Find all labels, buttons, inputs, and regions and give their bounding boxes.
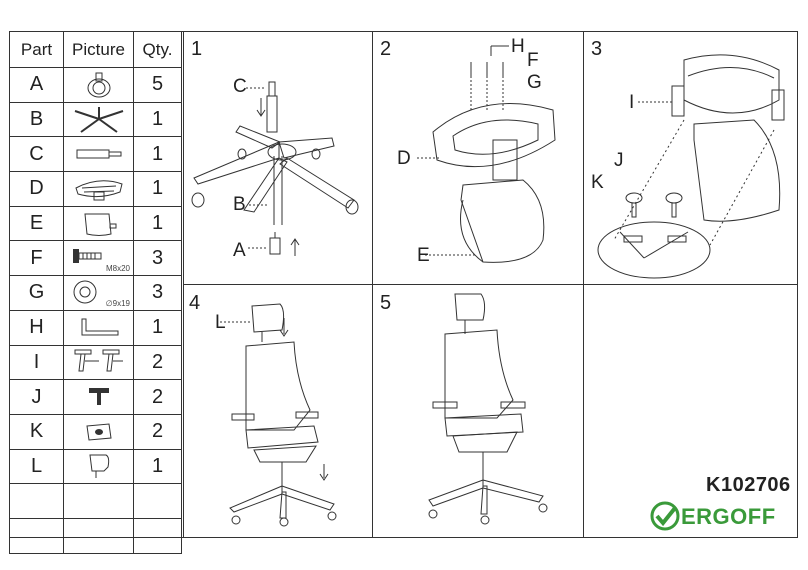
callout-c: C xyxy=(233,76,247,97)
table-row: G ∅9x19 3 xyxy=(9,275,182,311)
step-3-armrest-drawing xyxy=(584,40,797,284)
part-letter: A xyxy=(9,67,64,103)
brand-name: ERGOFF xyxy=(681,504,776,529)
part-qty: 3 xyxy=(133,240,182,277)
part-letter: K xyxy=(9,413,64,450)
brand-logo: ERGOFF xyxy=(649,500,789,534)
callout-j: J xyxy=(614,150,624,171)
table-row: F M8x20 3 xyxy=(9,240,182,277)
part-letter: C xyxy=(9,136,64,173)
table-row: H 1 xyxy=(9,309,182,346)
callout-l: L xyxy=(215,312,226,333)
part-qty: 1 xyxy=(133,171,182,207)
part-qty: 3 xyxy=(133,275,182,311)
picture-column-header: Picture xyxy=(63,31,134,68)
callout-g: G xyxy=(527,72,542,93)
armrest-icon xyxy=(63,344,134,381)
product-code: K102706 xyxy=(706,474,791,496)
backrest-icon xyxy=(63,205,134,242)
callout-i: I xyxy=(629,92,635,113)
part-qty: 2 xyxy=(133,379,182,415)
table-row xyxy=(9,517,182,554)
parts-table: Part Picture Qty. A 5 B 1 C 1 D xyxy=(9,31,182,554)
bolt-icon: M8x20 xyxy=(63,240,134,277)
step-5-finished-chair-drawing xyxy=(373,290,583,530)
checkmark-logo-icon xyxy=(649,500,681,532)
part-letter: F xyxy=(9,240,64,277)
callout-f: F xyxy=(527,50,539,71)
part-letter: G xyxy=(9,275,64,311)
step-1-base-assembly-drawing xyxy=(184,60,372,280)
table-row: I 2 xyxy=(9,344,182,381)
part-qty xyxy=(133,483,182,519)
gas-lift-icon xyxy=(63,136,134,173)
part-qty: 1 xyxy=(133,309,182,346)
part-letter: B xyxy=(9,101,64,138)
part-letter: L xyxy=(9,448,64,485)
bolt-spec: M8x20 xyxy=(105,264,130,274)
table-row: J 2 xyxy=(9,379,182,415)
part-letter: D xyxy=(9,171,64,207)
step-2-number: 2 xyxy=(380,38,392,60)
part-qty: 5 xyxy=(133,67,182,103)
callout-d: D xyxy=(397,148,411,169)
seat-mechanism-icon xyxy=(63,171,134,207)
star-base-icon xyxy=(63,101,134,138)
callout-e: E xyxy=(417,245,430,266)
grid-line xyxy=(183,284,798,285)
table-header-row: Part Picture Qty. xyxy=(9,31,182,68)
washer-icon: ∅9x19 xyxy=(63,275,134,311)
part-qty: 1 xyxy=(133,205,182,242)
callout-a: A xyxy=(233,240,246,261)
table-row: E 1 xyxy=(9,205,182,242)
table-row: B 1 xyxy=(9,101,182,138)
part-letter xyxy=(9,517,64,554)
part-letter xyxy=(9,483,64,519)
part-qty: 1 xyxy=(133,101,182,138)
step-3-number: 3 xyxy=(591,38,603,60)
part-letter: I xyxy=(9,344,64,381)
part-column-header: Part xyxy=(9,31,64,68)
part-letter: E xyxy=(9,205,64,242)
table-row: D 1 xyxy=(9,171,182,207)
part-letter: H xyxy=(9,309,64,346)
part-qty: 1 xyxy=(133,448,182,485)
cover-plate-icon xyxy=(63,413,134,450)
step-5-number: 5 xyxy=(380,292,392,314)
table-row: K 2 xyxy=(9,413,182,450)
callout-h: H xyxy=(511,36,525,57)
knob-icon xyxy=(63,379,134,415)
part-qty: 1 xyxy=(133,136,182,173)
part-qty: 2 xyxy=(133,344,182,381)
qty-column-header: Qty. xyxy=(133,31,182,68)
part-qty xyxy=(133,517,182,554)
table-row: C 1 xyxy=(9,136,182,173)
picture-cell-empty xyxy=(63,483,134,519)
part-qty: 2 xyxy=(133,413,182,450)
step-2-seat-back-drawing xyxy=(373,40,583,280)
table-row xyxy=(9,483,182,519)
picture-cell-empty xyxy=(63,517,134,554)
callout-k: K xyxy=(591,172,604,193)
callout-b: B xyxy=(233,194,246,215)
headrest-icon xyxy=(63,448,134,485)
table-row: L 1 xyxy=(9,448,182,485)
part-letter: J xyxy=(9,379,64,415)
table-row: A 5 xyxy=(9,67,182,103)
step-4-headrest-drawing xyxy=(184,290,372,530)
caster-wheel-icon xyxy=(63,67,134,103)
washer-spec: ∅9x19 xyxy=(105,298,130,308)
allen-key-icon xyxy=(63,309,134,346)
step-4-number: 4 xyxy=(189,292,201,314)
step-1-number: 1 xyxy=(191,38,203,60)
